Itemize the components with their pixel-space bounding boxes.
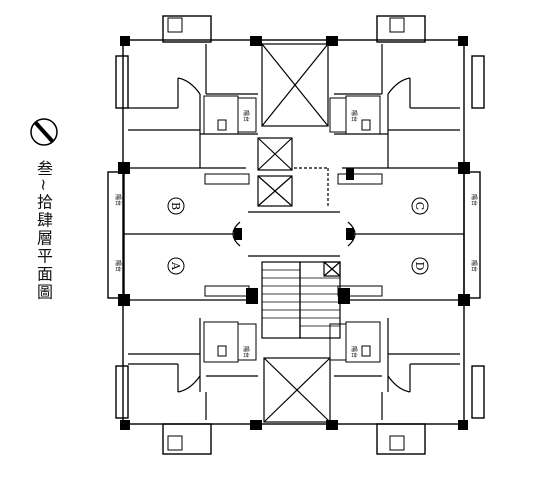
stairwell [261,261,341,339]
interior-walls [128,44,460,420]
corridor [123,167,464,257]
balcony-label-c: 陽台 [470,194,478,206]
elevator-shafts [261,43,331,423]
bath-label-c: 陽台 [350,110,358,122]
unit-label-a: A [169,261,182,271]
unit-label-d: D [413,262,426,271]
bath-label-b: 陽台 [242,110,250,122]
balcony-label-b: 陽台 [114,194,122,206]
elevator-cars [257,137,341,277]
unit-label-c: C [413,202,426,210]
bath-label-d: 陽台 [350,346,358,358]
balcony-label-a: 陽台 [114,260,122,272]
structural-columns [118,36,470,430]
bathrooms [167,17,405,451]
unit-label-b: B [169,202,182,210]
balcony-label-d: 陽台 [470,260,478,272]
compass-symbol-icon [30,118,58,146]
building-outline [107,15,485,455]
unit-label-markers [167,197,429,275]
bath-label-a: 陽台 [242,346,250,358]
floor-plan-caption: 叁~拾肆層平面圖 [34,160,53,302]
